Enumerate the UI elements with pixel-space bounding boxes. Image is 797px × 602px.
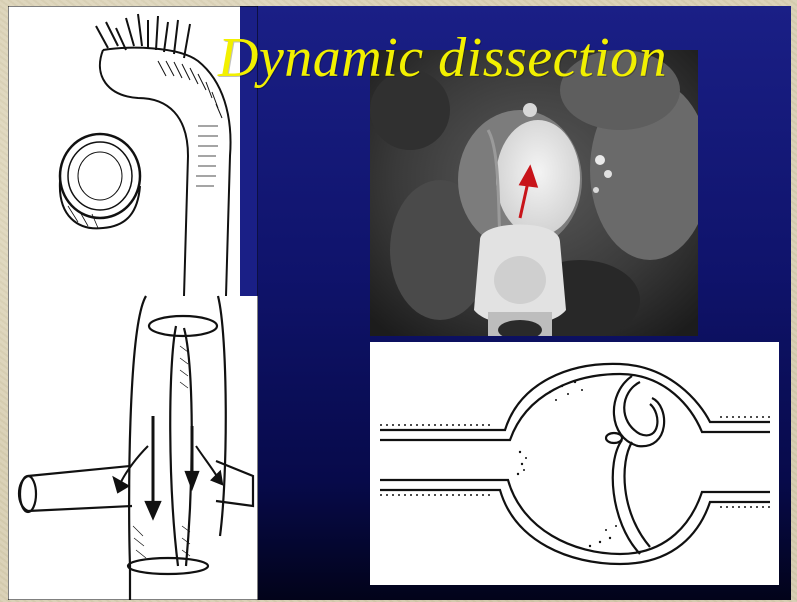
- dissection-flap-diagram: [370, 342, 779, 585]
- ct-axial-image: [370, 50, 698, 336]
- slide: Dynamic dissection: [8, 6, 791, 600]
- dissection-schematic: [370, 342, 779, 585]
- dissected-aorta-drawing: [8, 6, 258, 600]
- ct-scan-image: [370, 50, 698, 336]
- slide-title: Dynamic dissection: [218, 26, 667, 90]
- aorta-illustration: [8, 6, 258, 600]
